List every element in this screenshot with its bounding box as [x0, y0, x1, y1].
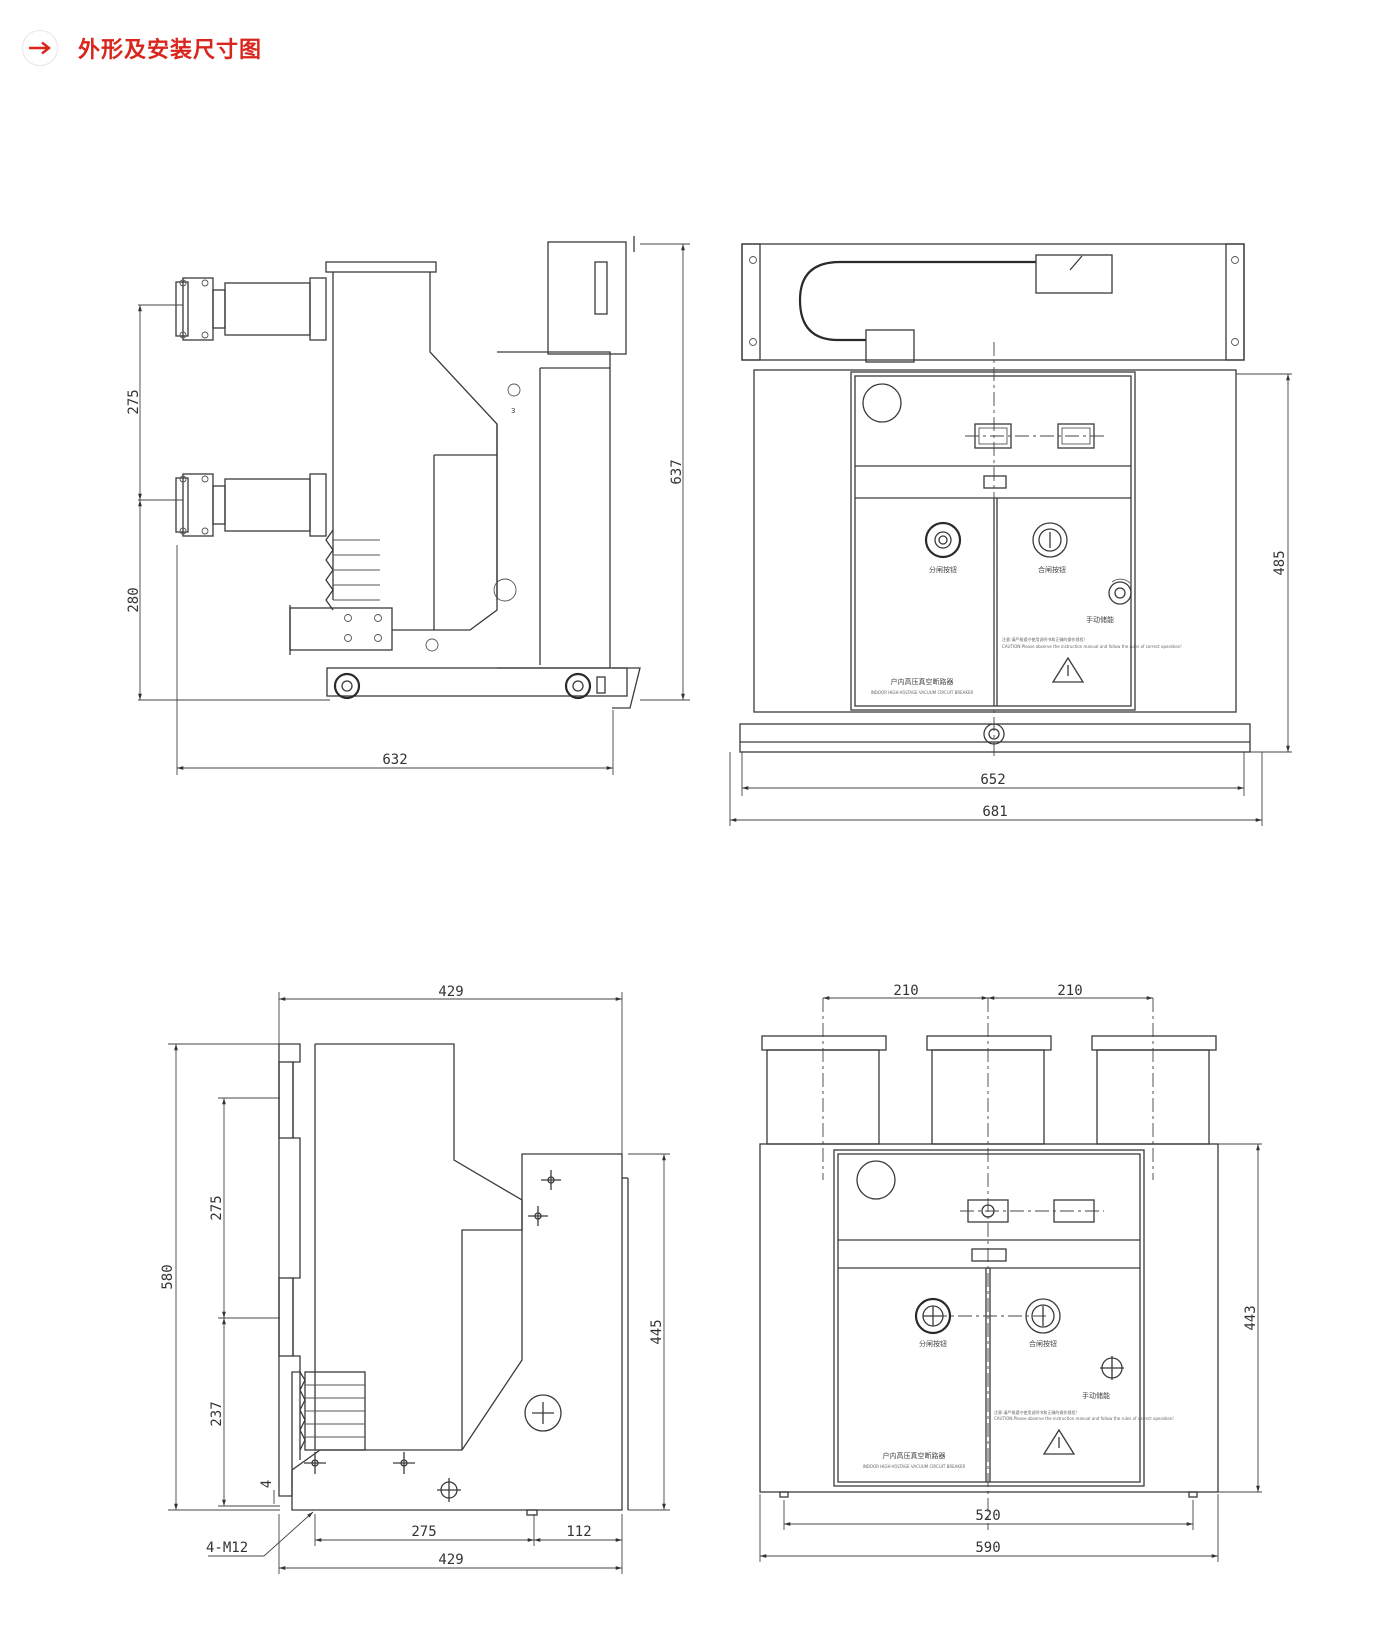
svg-text:户内高压真空断路器: 户内高压真空断路器: [883, 1451, 946, 1460]
svg-text:户内高压真空断路器: 户内高压真空断路器: [891, 677, 954, 686]
svg-text:681: 681: [982, 804, 1007, 820]
svg-text:CAUTION:Please observe the ins: CAUTION:Please observe the instruction m…: [1002, 644, 1182, 649]
side-view-fixed: 429 580 275 237 4 445 275 112 429 4-M12: [160, 984, 670, 1574]
svg-text:652: 652: [980, 772, 1005, 788]
svg-text:112: 112: [566, 1524, 591, 1540]
arrow-right-icon: [22, 30, 58, 66]
svg-text:3: 3: [511, 407, 515, 415]
svg-text:580: 580: [160, 1264, 176, 1289]
svg-text:注意:请严格遵守使用说明书和正确的操作规程!: 注意:请严格遵守使用说明书和正确的操作规程!: [994, 1409, 1077, 1415]
svg-text:520: 520: [975, 1508, 1000, 1524]
svg-text:210: 210: [893, 983, 918, 999]
svg-text:237: 237: [209, 1401, 225, 1426]
svg-text:445: 445: [649, 1319, 665, 1344]
front-view-fixed: 分闸按钮 合闸按钮 手动储能 注意:请严格遵守使用说明书和正确的操作规程! CA…: [759, 983, 1262, 1562]
svg-text:手动储能: 手动储能: [1086, 615, 1114, 624]
svg-text:275: 275: [126, 389, 142, 414]
svg-text:637: 637: [669, 459, 685, 484]
svg-text:275: 275: [209, 1195, 225, 1220]
front-view: 分闸按钮 合闸按钮 手动储能 注意:请严格遵守使用说明书和正确的操作规程! CA…: [729, 243, 1292, 826]
svg-text:分闸按钮: 分闸按钮: [919, 1339, 947, 1348]
svg-text:注意:请严格遵守使用说明书和正确的操作规程!: 注意:请严格遵守使用说明书和正确的操作规程!: [1002, 636, 1085, 642]
svg-text:4-M12: 4-M12: [206, 1540, 248, 1556]
svg-text:210: 210: [1057, 983, 1082, 999]
svg-text:合闸按钮: 合闸按钮: [1038, 565, 1066, 574]
svg-text:分闸按钮: 分闸按钮: [929, 565, 957, 574]
svg-text:590: 590: [975, 1540, 1000, 1556]
page-title: 外形及安装尺寸图: [78, 38, 263, 63]
svg-text:632: 632: [382, 752, 407, 768]
svg-text:手动储能: 手动储能: [1082, 1391, 1110, 1400]
svg-text:合闸按钮: 合闸按钮: [1029, 1339, 1057, 1348]
svg-text:429: 429: [438, 984, 463, 1000]
svg-text:CAUTION:Please observe the ins: CAUTION:Please observe the instruction m…: [994, 1416, 1174, 1421]
svg-text:275: 275: [411, 1524, 436, 1540]
section-header: 外形及安装尺寸图: [22, 28, 262, 68]
svg-text:INDOOR HIGH-VOLTAGE VACUUM CIR: INDOOR HIGH-VOLTAGE VACUUM CIRCUIT BREAK…: [871, 690, 974, 695]
svg-text:4: 4: [259, 1480, 275, 1488]
svg-text:429: 429: [438, 1552, 463, 1568]
svg-text:485: 485: [1272, 550, 1288, 575]
svg-text:280: 280: [126, 587, 142, 612]
svg-text:INDOOR HIGH-VOLTAGE VACUUM CIR: INDOOR HIGH-VOLTAGE VACUUM CIRCUIT BREAK…: [863, 1464, 966, 1469]
side-view: 3 275 280 632 637: [126, 236, 690, 775]
svg-text:443: 443: [1243, 1305, 1259, 1330]
